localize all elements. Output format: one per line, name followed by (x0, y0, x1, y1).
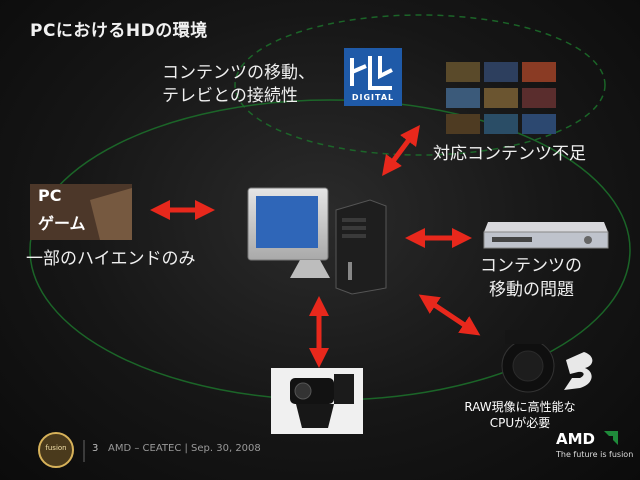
camera-image (501, 330, 555, 393)
dvd-recorder-image (483, 222, 609, 249)
pc-tower-image (335, 199, 387, 295)
amd-logo-text: AMD (556, 430, 595, 448)
pc-game-label-game: ゲーム (38, 214, 86, 233)
digital-logo-label: DIGITAL (351, 93, 395, 102)
top-text-line1: コンテンツの移動、 (162, 63, 315, 83)
arrow-pc-to-camera (418, 294, 481, 336)
content-thumbnail-grid (446, 62, 556, 134)
slide-title: PCにおけるHDの環境 (30, 21, 208, 41)
footer-info: AMD – CEATEC | Sep. 30, 2008 (108, 443, 261, 454)
footer-page-number: 3 (92, 443, 99, 454)
content-shortage-label: 対応コンテンツ不足 (433, 144, 586, 164)
amd-tagline: The future is fusion (556, 450, 634, 459)
amd-arrow-icon (604, 431, 618, 445)
content-move-line1: コンテンツの (480, 256, 582, 276)
chidigi-logo-icon (344, 48, 402, 106)
high-end-only-label: 一部のハイエンドのみ (26, 249, 196, 269)
arrow-pc-to-content (382, 124, 420, 177)
raw-line1: RAW現像に高性能な (464, 400, 576, 414)
b-logo-icon (564, 352, 593, 390)
dashed-hd-ellipse (234, 14, 606, 156)
pc-game-image (30, 184, 132, 240)
fusion-logo-text: fusion (45, 444, 67, 452)
pc-game-label-pc: PC (38, 186, 62, 205)
raw-line2: CPUが必要 (489, 416, 551, 430)
fusion-logo-icon (38, 432, 74, 468)
top-text-line2: テレビとの接続性 (162, 86, 298, 106)
pc-monitor-image (247, 187, 330, 278)
camcorder-image (290, 374, 354, 428)
content-move-line2: 移動の問題 (489, 280, 574, 300)
